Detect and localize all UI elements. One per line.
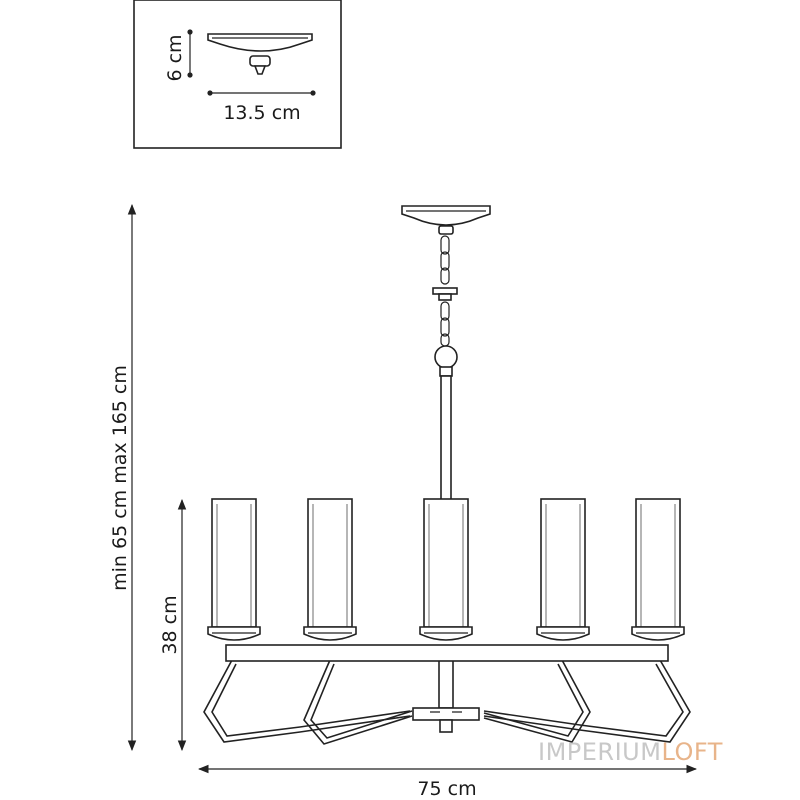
chain <box>432 235 458 347</box>
shade-1 <box>207 498 261 641</box>
body-height-label: 38 cm <box>159 595 181 654</box>
shades <box>207 498 685 641</box>
ceiling-canopy <box>401 205 491 235</box>
shade-5 <box>631 498 685 641</box>
ring-connector <box>434 345 458 369</box>
shade-2 <box>303 498 357 641</box>
canopy-inset: 6 cm 13.5 cm <box>133 0 342 149</box>
brand-watermark: IMPERIUMLOFT <box>538 738 723 766</box>
overall-height-label: min 65 cm max 165 cm <box>109 365 131 591</box>
watermark-imperium: IMPERIUM <box>538 738 661 766</box>
inset-height-label: 6 cm <box>164 34 186 81</box>
overall-width-dimension: 75 cm <box>197 764 698 800</box>
spoke-frame <box>203 659 691 745</box>
central-rod <box>440 375 452 507</box>
overall-height-dimension: min 65 cm max 165 cm <box>109 203 137 752</box>
overall-width-label: 75 cm <box>417 778 476 800</box>
inset-canopy <box>207 33 313 75</box>
chandelier <box>203 205 691 745</box>
watermark-loft: LOFT <box>661 738 722 766</box>
shade-3 <box>419 498 473 641</box>
shade-4 <box>536 498 590 641</box>
svg-text:IMPERIUMLOFT: IMPERIUMLOFT <box>538 738 723 766</box>
rod-cap <box>439 366 453 377</box>
inset-frame <box>133 0 342 149</box>
inset-width-label: 13.5 cm <box>223 102 300 124</box>
crossbar <box>225 644 669 662</box>
hub <box>412 659 480 733</box>
body-height-dimension: 38 cm <box>159 498 187 752</box>
